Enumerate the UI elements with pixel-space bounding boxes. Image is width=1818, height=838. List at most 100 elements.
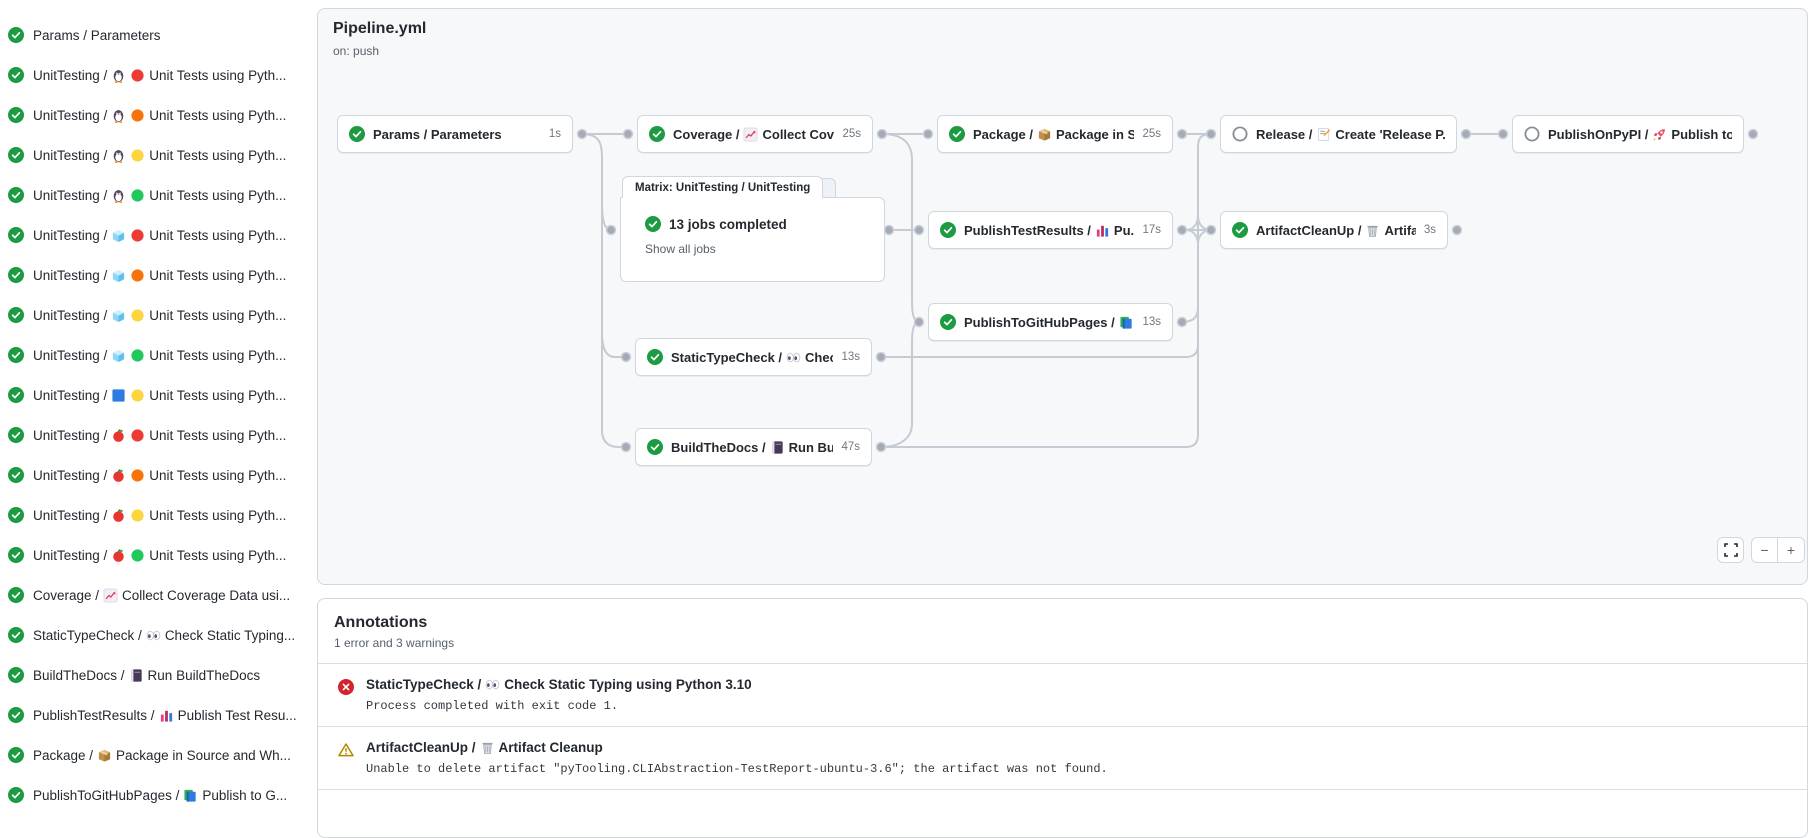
label-text: PublishOnPyPI /	[1548, 126, 1649, 142]
apple-icon	[111, 508, 126, 523]
matrix-card[interactable]: 13 jobs completed Show all jobs	[620, 197, 885, 282]
success-icon	[8, 627, 24, 643]
success-icon	[8, 787, 24, 803]
success-icon	[8, 27, 24, 43]
sidebar-job-item[interactable]: PublishToGitHubPages /Publish to G...	[0, 775, 314, 815]
zoom-controls: − +	[1751, 537, 1805, 563]
label-text: UnitTesting /	[33, 267, 108, 283]
sidebar-job-label: UnitTesting /Unit Tests using Pyth...	[33, 108, 286, 123]
success-icon	[349, 126, 365, 142]
graph-node-artifactcleanup[interactable]: ArtifactCleanUp /Artifac...3s	[1220, 211, 1448, 249]
success-icon	[8, 707, 24, 723]
sidebar-job-item[interactable]: BuildTheDocs /Run BuildTheDocs	[0, 655, 314, 695]
label-text: ArtifactCleanUp /	[366, 740, 476, 755]
sidebar-job-item[interactable]: UnitTesting /Unit Tests using Pyth...	[0, 215, 314, 255]
zoom-out-button[interactable]: −	[1752, 538, 1778, 562]
notebook-icon	[129, 668, 144, 683]
label-text: UnitTesting /	[33, 427, 108, 443]
matrix-tab[interactable]: Matrix: UnitTesting / UnitTesting	[622, 176, 824, 198]
sidebar-job-item[interactable]: UnitTesting /Unit Tests using Pyth...	[0, 335, 314, 375]
rocket-icon	[1652, 127, 1667, 142]
sidebar-job-item[interactable]: UnitTesting /Unit Tests using Pyth...	[0, 255, 314, 295]
sidebar-job-item[interactable]: UnitTesting /Unit Tests using Pyth...	[0, 295, 314, 335]
success-icon	[8, 187, 24, 203]
show-all-jobs-link[interactable]: Show all jobs	[645, 242, 716, 256]
label-text: Publish Test Resu...	[177, 707, 297, 723]
sidebar-job-item[interactable]: UnitTesting /Unit Tests using Pyth...	[0, 135, 314, 175]
sidebar-job-item[interactable]: UnitTesting /Unit Tests using Pyth...	[0, 535, 314, 575]
sidebar-job-label: UnitTesting /Unit Tests using Pyth...	[33, 428, 286, 443]
workflow-graph-panel	[317, 8, 1808, 585]
graph-node-coverage[interactable]: Coverage /Collect Cove...25s	[637, 115, 873, 153]
label-text: Package /	[33, 747, 94, 763]
label-text: ArtifactCleanUp /	[1256, 222, 1362, 238]
label-text: Unit Tests using Pyth...	[149, 347, 287, 363]
label-text: StaticTypeCheck /	[366, 677, 482, 692]
dot-orange-icon	[130, 108, 145, 123]
label-text: Unit Tests using Pyth...	[149, 467, 287, 483]
sidebar-job-item[interactable]: UnitTesting /Unit Tests using Pyth...	[0, 55, 314, 95]
label-text: Package /	[973, 126, 1033, 142]
sidebar-job-label: UnitTesting /Unit Tests using Pyth...	[33, 308, 286, 323]
sidebar-job-item[interactable]: Coverage /Collect Coverage Data usi...	[0, 575, 314, 615]
eyes-icon	[485, 677, 500, 692]
graph-node-publishonpypi[interactable]: PublishOnPyPI /Publish to ...	[1512, 115, 1744, 153]
success-icon	[8, 347, 24, 363]
graph-node-statictypecheck[interactable]: StaticTypeCheck /Chec...13s	[635, 338, 872, 376]
graph-node-publishtestresults[interactable]: PublishTestResults /Pu...17s	[928, 211, 1173, 249]
label-text: BuildTheDocs /	[671, 439, 766, 455]
success-icon	[645, 216, 661, 232]
annotations-header: Annotations 1 error and 3 warnings	[318, 599, 1807, 664]
node-duration: 13s	[1142, 316, 1161, 328]
sidebar-job-item[interactable]: UnitTesting /Unit Tests using Pyth...	[0, 455, 314, 495]
chart-increasing-icon	[103, 588, 118, 603]
fit-view-button[interactable]	[1717, 537, 1744, 563]
sidebar-job-item[interactable]: UnitTesting /Unit Tests using Pyth...	[0, 175, 314, 215]
zoom-in-button[interactable]: +	[1778, 538, 1804, 562]
label-text: Artifact Cleanup	[498, 740, 603, 755]
workflow-trigger: on: push	[333, 44, 380, 58]
node-duration: 25s	[842, 128, 861, 140]
sidebar-job-label: PublishToGitHubPages /Publish to G...	[33, 788, 287, 803]
graph-node-release[interactable]: Release /Create 'Release P...	[1220, 115, 1457, 153]
sidebar-job-label: UnitTesting /Unit Tests using Pyth...	[33, 388, 286, 403]
sidebar-job-label: BuildTheDocs /Run BuildTheDocs	[33, 668, 260, 683]
sidebar-job-item[interactable]: UnitTesting /Unit Tests using Pyth...	[0, 495, 314, 535]
eyes-icon	[786, 350, 801, 365]
label-text: Create 'Release P...	[1335, 126, 1445, 142]
label-text: StaticTypeCheck /	[671, 349, 783, 365]
penguin-icon	[111, 148, 126, 163]
graph-node-buildthedocs[interactable]: BuildTheDocs /Run Buil...47s	[635, 428, 872, 466]
dot-green-icon	[130, 548, 145, 563]
node-duration: 17s	[1142, 224, 1161, 236]
label-text: Check Static Typing using Python 3.10	[504, 677, 752, 692]
success-icon	[949, 126, 965, 142]
graph-node-publishtogithubpages[interactable]: PublishToGitHubPages /...13s	[928, 303, 1173, 341]
sidebar-job-item[interactable]: Package /Package in Source and Wh...	[0, 735, 314, 775]
graph-node-package[interactable]: Package /Package in So...25s	[937, 115, 1173, 153]
penguin-icon	[111, 108, 126, 123]
dot-red-icon	[130, 428, 145, 443]
node-duration: 1s	[548, 128, 561, 140]
sidebar-job-item[interactable]: UnitTesting /Unit Tests using Pyth...	[0, 415, 314, 455]
package-icon	[1037, 127, 1052, 142]
sidebar-job-item[interactable]: Params / Parameters	[0, 15, 314, 55]
label-text: UnitTesting /	[33, 227, 108, 243]
chart-increasing-icon	[743, 127, 758, 142]
sidebar-job-item[interactable]: UnitTesting /Unit Tests using Pyth...	[0, 375, 314, 415]
sidebar-job-item[interactable]: PublishTestResults /Publish Test Resu...	[0, 695, 314, 735]
label-text: UnitTesting /	[33, 187, 108, 203]
apple-icon	[111, 548, 126, 563]
success-icon	[8, 467, 24, 483]
sidebar-job-label: UnitTesting /Unit Tests using Pyth...	[33, 268, 286, 283]
dot-red-icon	[130, 68, 145, 83]
label-text: PublishToGitHubPages /	[964, 314, 1115, 330]
sidebar-job-item[interactable]: UnitTesting /Unit Tests using Pyth...	[0, 95, 314, 135]
label-text: Pu...	[1113, 222, 1135, 238]
sidebar-job-label: UnitTesting /Unit Tests using Pyth...	[33, 228, 286, 243]
success-icon	[647, 439, 663, 455]
sidebar-job-item[interactable]: StaticTypeCheck /Check Static Typing...	[0, 615, 314, 655]
